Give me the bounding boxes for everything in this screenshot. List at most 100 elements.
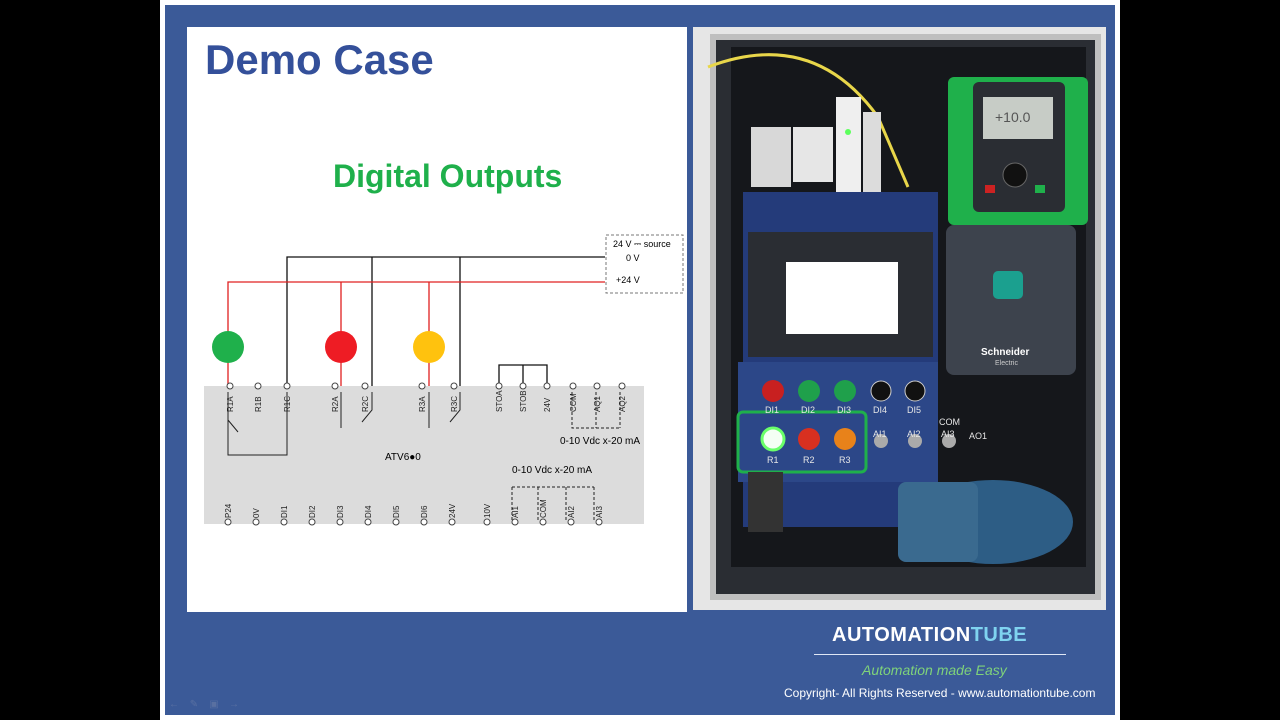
drive-status-led bbox=[993, 271, 1023, 299]
bottom-terminal-di3 bbox=[336, 518, 344, 526]
bottom-terminal-label: DI2 bbox=[308, 505, 317, 518]
drive-brand-label: Schneider bbox=[981, 347, 1029, 358]
wire-24v bbox=[227, 281, 605, 332]
top-terminal-label: R1A bbox=[226, 396, 235, 412]
bottom-terminal-label: DI5 bbox=[392, 505, 401, 518]
panel-label-di1: DI1 bbox=[765, 405, 780, 415]
lamp-green bbox=[212, 331, 244, 363]
bottom-terminal-label: DI1 bbox=[280, 505, 289, 518]
top-terminal-label: 24V bbox=[543, 397, 552, 412]
bottom-terminal-di5 bbox=[392, 518, 400, 526]
di5-selector bbox=[904, 380, 926, 402]
bottom-terminal-ai3 bbox=[595, 518, 603, 526]
bottom-terminal-di4 bbox=[364, 518, 372, 526]
bottom-terminal-com bbox=[539, 518, 547, 526]
atv-drive-body bbox=[946, 225, 1076, 375]
di4-selector bbox=[870, 380, 892, 402]
keypad-stop-key bbox=[985, 185, 995, 193]
panel-label-di2: DI2 bbox=[801, 405, 816, 415]
keypad-run-key bbox=[1035, 185, 1045, 193]
panel-label-di5: DI5 bbox=[907, 405, 922, 415]
bottom-terminal-label: DI3 bbox=[336, 505, 345, 518]
panel-label-ai2: AI2 bbox=[907, 429, 921, 439]
top-terminal-label: COM bbox=[569, 393, 578, 412]
panel-label-ai3: AI3 bbox=[941, 429, 955, 439]
panel-label-ai1: AI1 bbox=[873, 429, 887, 439]
ai2-pot bbox=[908, 434, 922, 448]
brand-highlight: TUBE bbox=[970, 624, 1028, 646]
drive-model-label: ATV6●0 bbox=[385, 452, 421, 463]
copyright-notice: Copyright- All Rights Reserved - www.aut… bbox=[784, 686, 1096, 700]
output-range-label: 0-10 Vdc x-20 mA bbox=[560, 436, 640, 447]
top-terminal-r1a bbox=[226, 382, 234, 390]
brand-logo: AUTOMATIONTUBE bbox=[832, 624, 1027, 647]
panel-label-r3: R3 bbox=[839, 455, 851, 465]
brand-main: AUTOMATION bbox=[832, 624, 971, 646]
top-terminal-stob bbox=[519, 382, 527, 390]
panel-label-r1: R1 bbox=[767, 455, 779, 465]
bottom-terminal-label: 10V bbox=[483, 503, 492, 518]
top-terminal-r1b bbox=[254, 382, 262, 390]
r2-lamp bbox=[798, 428, 820, 450]
panel-label-di3: DI3 bbox=[837, 405, 852, 415]
top-terminal-r3a bbox=[418, 382, 426, 390]
relay-highlight-box bbox=[736, 410, 868, 474]
bottom-terminal-di6 bbox=[420, 518, 428, 526]
slideshow-nav: ← ✎ ▣ → bbox=[168, 700, 240, 710]
source-label: 24 V ⎓ source bbox=[613, 239, 671, 249]
zero-v-label: 0 V bbox=[626, 253, 640, 263]
bottom-terminal-label: AI3 bbox=[595, 505, 604, 518]
terminal-block bbox=[793, 127, 833, 182]
bottom-terminal-ai2 bbox=[567, 518, 575, 526]
top-terminal-label: STOB bbox=[519, 390, 528, 412]
top-terminal-label: R1B bbox=[254, 396, 263, 412]
relay-contacts bbox=[227, 392, 461, 456]
bottom-terminal-ai1 bbox=[511, 518, 519, 526]
pen-icon[interactable]: ✎ bbox=[189, 699, 199, 710]
circuit-breaker bbox=[751, 127, 791, 187]
bottom-terminal-label: AI2 bbox=[567, 505, 576, 518]
keypad-jog-dial bbox=[1002, 162, 1028, 188]
slide-title: Demo Case bbox=[205, 36, 434, 83]
plus24-label: +24 V bbox=[616, 275, 640, 285]
bottom-terminal-10v bbox=[483, 518, 491, 526]
top-terminal-label: AQ2 bbox=[618, 395, 627, 412]
top-terminal-label: R3C bbox=[450, 396, 459, 412]
wire-lamp-out bbox=[227, 362, 430, 386]
input-range-label: 0-10 Vdc x-20 mA bbox=[512, 465, 592, 476]
top-terminal-24v bbox=[543, 382, 551, 390]
supply-box bbox=[605, 234, 684, 294]
brand-divider bbox=[814, 654, 1066, 655]
slides-icon[interactable]: ▣ bbox=[209, 699, 219, 710]
bottom-terminal-label: 0V bbox=[252, 508, 261, 518]
bottom-terminal-label: DI6 bbox=[420, 505, 429, 518]
top-terminal-aq1 bbox=[593, 382, 601, 390]
top-terminal-label: R2A bbox=[331, 396, 340, 412]
top-terminal-r2a bbox=[331, 382, 339, 390]
bottom-terminal-label: AI1 bbox=[511, 505, 520, 518]
bottom-terminal-label: DI4 bbox=[364, 505, 373, 518]
hmi-touchscreen bbox=[786, 262, 898, 334]
brand-tagline: Automation made Easy bbox=[862, 662, 1007, 678]
di3-button bbox=[834, 380, 856, 402]
panel-label-r2: R2 bbox=[803, 455, 815, 465]
top-terminal-label: R3A bbox=[418, 396, 427, 412]
analog-input-wiring bbox=[511, 486, 595, 520]
ai3-pot bbox=[942, 434, 956, 448]
top-terminal-r3c bbox=[450, 382, 458, 390]
top-terminal-stoa bbox=[495, 382, 503, 390]
r1-lamp bbox=[760, 426, 786, 452]
top-terminal-label: R1C bbox=[283, 396, 292, 412]
r3-lamp bbox=[834, 428, 856, 450]
bottom-terminal-p24 bbox=[224, 518, 232, 526]
next-arrow-icon[interactable]: → bbox=[229, 699, 239, 710]
top-terminal-r2c bbox=[361, 382, 369, 390]
bottom-terminal-24v bbox=[448, 518, 456, 526]
cable-gland bbox=[748, 472, 783, 532]
slide-subtitle: Digital Outputs bbox=[333, 158, 563, 194]
top-terminal-label: AQ1 bbox=[593, 395, 602, 412]
prev-arrow-icon[interactable]: ← bbox=[169, 699, 179, 710]
